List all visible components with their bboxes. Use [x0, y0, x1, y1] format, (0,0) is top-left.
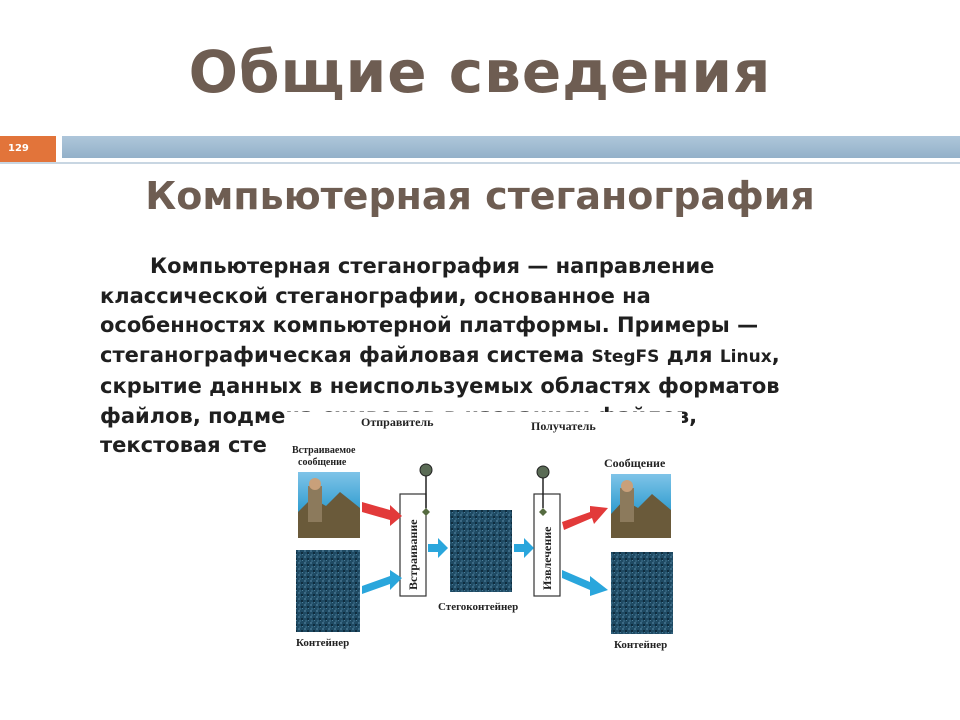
header-divider: [0, 162, 960, 164]
container-label-left: Контейнер: [296, 637, 349, 649]
key-icon-sender: [419, 463, 433, 516]
embedded-message-label-2: сообщение: [298, 457, 347, 468]
body-line-1-text: Компьютерная стеганография — направление: [150, 254, 715, 278]
embedded-message-label-1: Встраиваемое: [292, 445, 356, 456]
linux-term: Linux: [719, 346, 772, 367]
stego-container-image: [450, 510, 512, 592]
key-icon-receiver: [536, 465, 550, 516]
embedding-label: Встраивание: [406, 519, 420, 590]
body-line-3: особенностях компьютерной платформы. При…: [100, 313, 759, 337]
slide-title: Общие сведения: [188, 38, 772, 106]
arrow-embedding-to-stego: [428, 538, 448, 558]
body-line-4c: для: [659, 342, 720, 367]
arrow-message-to-embedding: [362, 502, 402, 526]
slide-subtitle: Компьютерная стеганография: [145, 174, 815, 218]
arrow-container-to-embedding: [362, 570, 402, 594]
container-image-left: [296, 550, 360, 632]
message-label: Сообщение: [604, 456, 666, 470]
body-line-2: классической стеганографии, основанное н…: [100, 283, 651, 308]
extraction-box: [533, 493, 561, 597]
header-bar: [62, 136, 960, 158]
container-image-right: [611, 552, 673, 634]
extraction-label: Извлечение: [540, 526, 554, 590]
stegfs-term: StegFS: [591, 346, 660, 367]
sender-label: Отправитель: [361, 415, 434, 429]
body-line-7: текстовая сте: [100, 433, 267, 457]
body-line-1: Компьютерная стеганография — направление: [100, 252, 880, 282]
container-label-right: Контейнер: [614, 639, 667, 651]
body-line-4: стеганографическая файловая система Steg…: [100, 341, 880, 373]
stego-diagram: Отправитель Получатель Встраиваемое сооб…: [286, 412, 682, 662]
stego-container-label: Стегоконтейнер: [438, 601, 518, 613]
body-line-4e: ,: [771, 342, 780, 367]
arrow-stego-to-extraction: [514, 538, 534, 558]
arrow-extraction-to-container: [562, 570, 608, 596]
slide-number-badge: 129: [0, 136, 56, 162]
message-image-left: [298, 472, 360, 538]
body-line-4a: стеганографическая файловая система: [100, 342, 592, 367]
body-line-5: скрытие данных в неиспользуемых областях…: [100, 374, 780, 398]
embedding-box: [399, 493, 427, 597]
receiver-label: Получатель: [531, 419, 596, 433]
message-image-right: [611, 474, 671, 538]
arrow-extraction-to-message: [562, 506, 608, 530]
